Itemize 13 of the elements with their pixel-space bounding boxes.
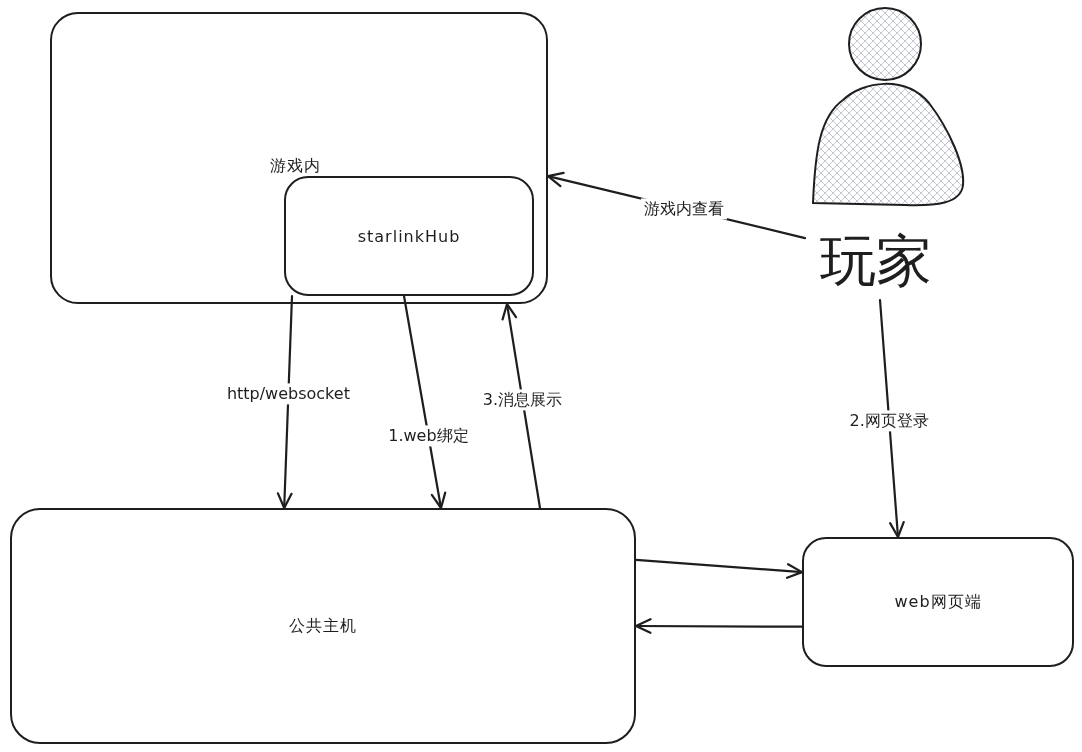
actor-label: 玩家 [820,233,932,289]
box-title: 游戏内 [270,158,321,174]
edge-label: 游戏内查看 [641,198,728,220]
rounded-box: web网页端 [802,537,1074,667]
arrow [634,618,804,634]
arrow [878,298,905,539]
rounded-box: starlinkHub [284,176,534,296]
container-box [50,12,548,304]
arrow [634,558,804,579]
rounded-box: 公共主机 [10,508,636,744]
arrow [501,302,542,510]
arrow [402,294,447,510]
arrow [276,294,294,510]
